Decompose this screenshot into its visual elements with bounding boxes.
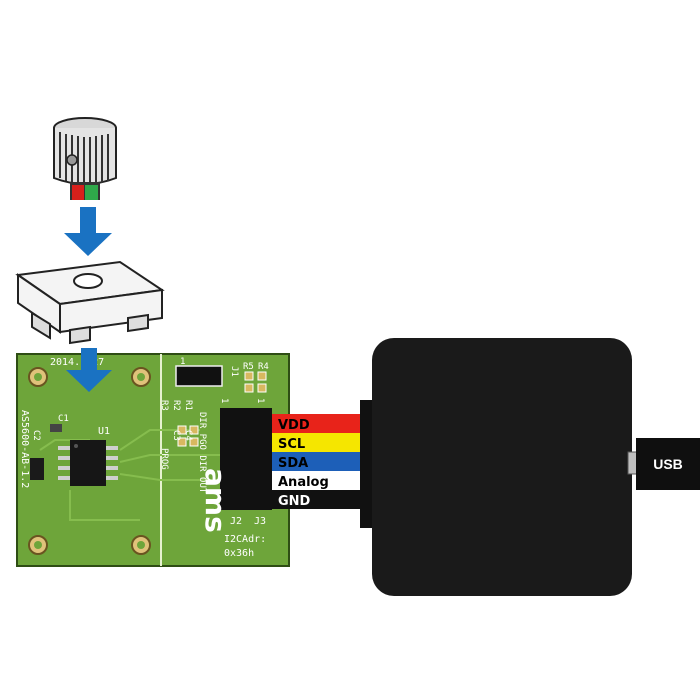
label-c1: C1 — [58, 414, 69, 424]
wire-label-analog: Analog — [278, 475, 329, 490]
wire-label-vdd: VDD — [278, 418, 310, 433]
label-c4: C4 — [183, 430, 193, 441]
wire-bundle: VDD SCL SDA Analog GND — [272, 414, 362, 509]
label-j1: J1 — [229, 366, 239, 377]
wire-sda — [272, 452, 362, 471]
ic-u1 — [58, 440, 118, 486]
label-r5: R5 — [243, 362, 254, 372]
wire-gnd — [272, 490, 362, 509]
label-pin1-a: 1 — [180, 357, 185, 367]
label-c3: C3 — [171, 430, 181, 441]
wire-label-scl: SCL — [278, 437, 305, 452]
part-number: AS5600-AB-1.2 — [19, 410, 30, 488]
i2c-label: I2CAdr: — [224, 534, 266, 545]
label-j2: J2 — [230, 516, 242, 527]
usb-plug-icon: USB — [636, 438, 700, 490]
wire-vdd — [272, 414, 362, 433]
label-j3: J3 — [254, 516, 266, 527]
magnet-holder-icon — [15, 260, 165, 345]
i2c-address: 0x36h — [224, 548, 254, 559]
sensor-board: 2014.1.27 U1 C1 J2 J3 1 R5 R4 I2CAdr: 0x… — [16, 353, 290, 567]
label-pin1-c: 1 — [255, 398, 265, 403]
wire-label-sda: SDA — [278, 456, 308, 471]
label-pin1-b: 1 — [219, 398, 229, 403]
label-r3: R3 — [159, 400, 169, 411]
wire-analog — [272, 471, 362, 490]
label-u1: U1 — [98, 426, 110, 437]
label-pins: DIR PGO DIR OUT — [197, 412, 207, 494]
wire-label-gnd: GND — [278, 494, 311, 509]
board-date: 2014.1.27 — [50, 357, 104, 368]
down-arrow-icon — [64, 207, 112, 256]
wire-scl — [272, 433, 362, 452]
label-r4: R4 — [258, 362, 269, 372]
ams-logo: ams — [199, 468, 232, 533]
label-c2: C2 — [31, 430, 41, 441]
down-arrow-icon — [66, 348, 112, 392]
label-prog: PROG — [159, 448, 169, 470]
label-r1: R1 — [183, 400, 193, 411]
knob-icon — [53, 117, 117, 200]
usb-label: USB — [653, 456, 683, 472]
label-r2: R2 — [171, 400, 181, 411]
usb-programmer-box — [360, 338, 639, 596]
